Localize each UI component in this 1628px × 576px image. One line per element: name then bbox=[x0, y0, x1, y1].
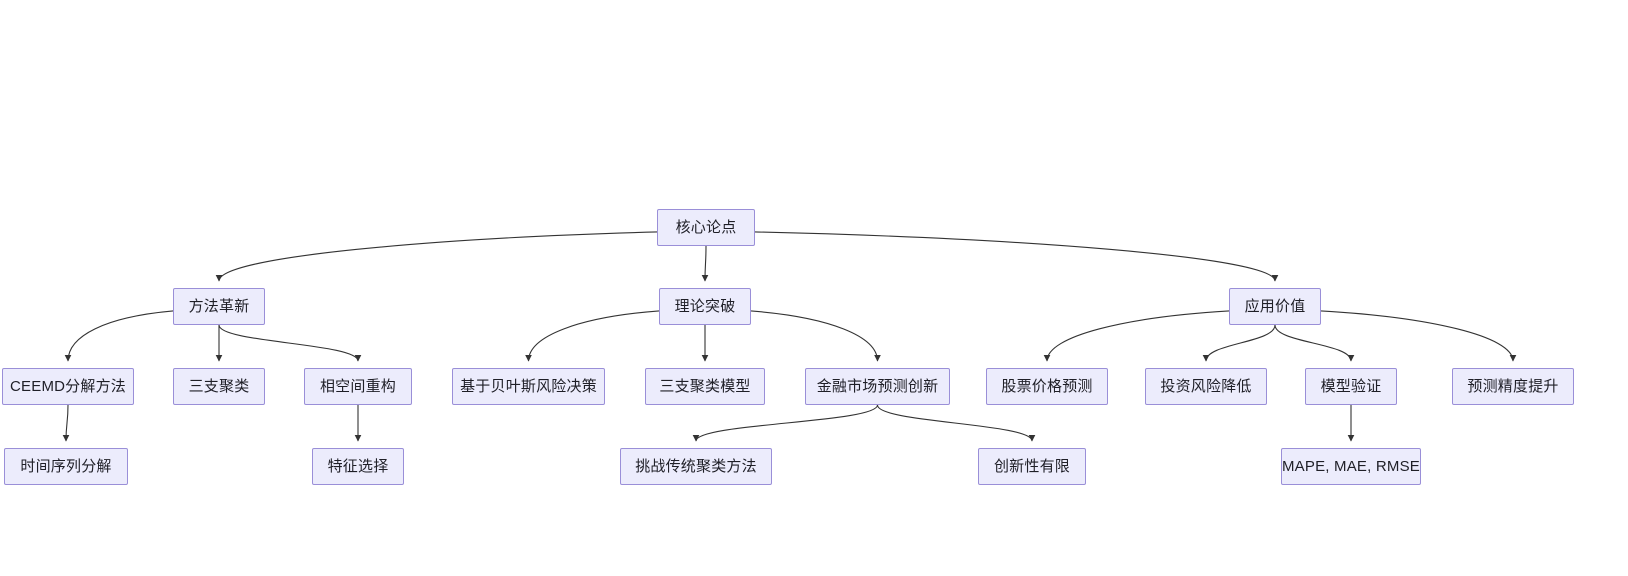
node-root[interactable]: 核心论点 bbox=[657, 209, 755, 246]
node-l1c[interactable]: 应用价值 bbox=[1229, 288, 1321, 325]
node-l3c1[interactable]: MAPE, MAE, RMSE bbox=[1281, 448, 1421, 485]
node-l2b3[interactable]: 金融市场预测创新 bbox=[805, 368, 950, 405]
node-label: 核心论点 bbox=[675, 219, 737, 236]
node-label: 金融市场预测创新 bbox=[816, 378, 939, 395]
node-label: 应用价值 bbox=[1244, 298, 1306, 315]
node-label: 特征选择 bbox=[327, 458, 389, 475]
node-l3a1[interactable]: 时间序列分解 bbox=[4, 448, 128, 485]
edge-root-to-l1b bbox=[701, 245, 709, 282]
node-label: 三支聚类模型 bbox=[659, 378, 751, 395]
node-l1b[interactable]: 理论突破 bbox=[659, 288, 751, 325]
edge-l1a-to-l2a1 bbox=[64, 310, 174, 362]
node-label: 股票价格预测 bbox=[1001, 378, 1093, 395]
node-l2b2[interactable]: 三支聚类模型 bbox=[645, 368, 765, 405]
node-l3b2[interactable]: 创新性有限 bbox=[978, 448, 1086, 485]
edge-l1b-to-l2b1 bbox=[525, 310, 660, 362]
edge-l1b-to-l2b3 bbox=[750, 310, 881, 362]
node-l2a2[interactable]: 三支聚类 bbox=[173, 368, 265, 405]
edge-root-to-l1c bbox=[754, 231, 1279, 282]
node-label: 相空间重构 bbox=[319, 378, 396, 395]
node-l2b1[interactable]: 基于贝叶斯风险决策 bbox=[452, 368, 605, 405]
node-label: 创新性有限 bbox=[993, 458, 1070, 475]
node-label: 理论突破 bbox=[674, 298, 736, 315]
edge-l1c-to-l2c2 bbox=[1202, 324, 1276, 362]
edge-l1a-to-l2a3 bbox=[218, 324, 362, 362]
node-l1a[interactable]: 方法革新 bbox=[173, 288, 265, 325]
edge-l1c-to-l2c4 bbox=[1320, 310, 1517, 362]
node-l3a3[interactable]: 特征选择 bbox=[312, 448, 404, 485]
node-l2a3[interactable]: 相空间重构 bbox=[304, 368, 412, 405]
node-label: 方法革新 bbox=[188, 298, 250, 315]
node-label: 挑战传统聚类方法 bbox=[635, 458, 757, 475]
edge-l1c-to-l2c1 bbox=[1043, 310, 1230, 362]
node-l2c3[interactable]: 模型验证 bbox=[1305, 368, 1397, 405]
edge-paths bbox=[62, 231, 1517, 442]
edge-l2b3-to-l3b2 bbox=[876, 404, 1036, 442]
node-label: CEEMD分解方法 bbox=[10, 378, 126, 395]
node-label: 基于贝叶斯风险决策 bbox=[460, 378, 597, 395]
node-label: 预测精度提升 bbox=[1467, 378, 1559, 395]
node-label: 投资风险降低 bbox=[1160, 378, 1252, 395]
node-l2c4[interactable]: 预测精度提升 bbox=[1452, 368, 1574, 405]
edge-root-to-l1a bbox=[215, 231, 658, 282]
node-label: 三支聚类 bbox=[188, 378, 250, 395]
edge-l1c-to-l2c3 bbox=[1274, 324, 1355, 362]
node-l2a1[interactable]: CEEMD分解方法 bbox=[2, 368, 134, 405]
edge-l2a1-to-l3a1 bbox=[62, 404, 70, 442]
node-l3b1[interactable]: 挑战传统聚类方法 bbox=[620, 448, 772, 485]
node-label: MAPE, MAE, RMSE bbox=[1281, 458, 1421, 475]
node-l2c1[interactable]: 股票价格预测 bbox=[986, 368, 1108, 405]
node-l2c2[interactable]: 投资风险降低 bbox=[1145, 368, 1267, 405]
edge-l2b3-to-l3b1 bbox=[692, 404, 879, 442]
node-label: 模型验证 bbox=[1320, 378, 1382, 395]
node-label: 时间序列分解 bbox=[20, 458, 112, 475]
